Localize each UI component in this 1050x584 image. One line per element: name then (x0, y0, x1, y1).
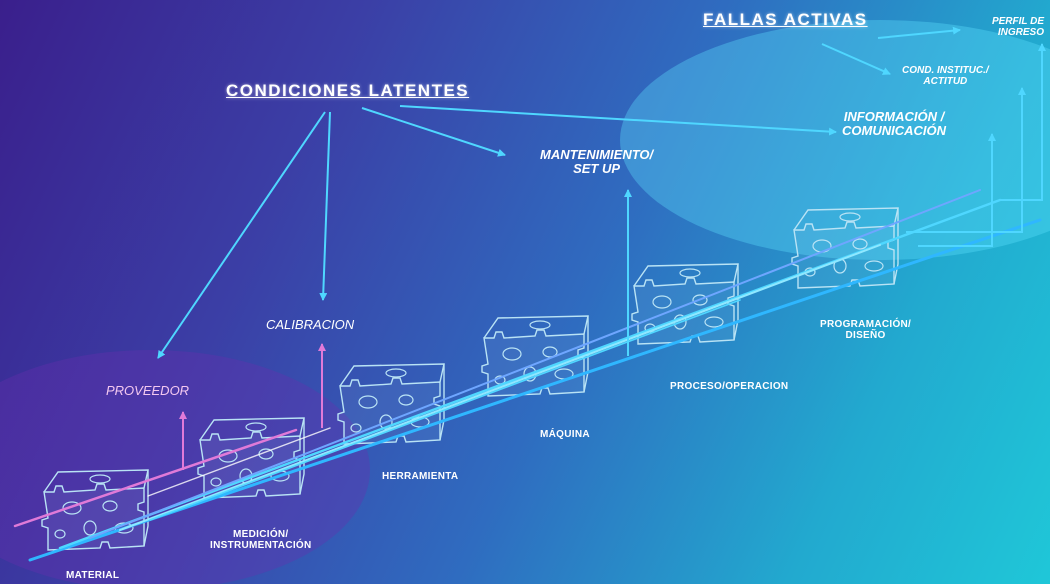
stage-label-maquina: MÁQUINA (540, 429, 590, 440)
active-arrows (821, 26, 961, 75)
arrow-to-proveedor (157, 111, 326, 359)
cheese-slice-herramienta (337, 363, 445, 445)
latent-conditions-title: CONDICIONES LATENTES (226, 81, 470, 100)
arrow-to-informacion (399, 105, 837, 136)
label-calibracion: CALIBRACION (266, 317, 355, 332)
link-informacion (918, 133, 996, 247)
label-proveedor: PROVEEDOR (106, 383, 190, 398)
link-perfil (1000, 43, 1046, 201)
stage-label-material: MATERIAL (66, 570, 120, 581)
stage-label-medicion: MEDICIÓN/ INSTRUMENTACIÓN (210, 529, 312, 551)
label-cond-instituc: COND. INSTITUC./ ACTITUD (902, 65, 989, 87)
label-informacion: INFORMACIÓN / COMUNICACIÓN (842, 109, 946, 138)
vertical-links (179, 43, 1046, 470)
arrow-to-mantenimiento (361, 107, 506, 157)
active-failures-title: FALLAS ACTIVAS (703, 10, 868, 29)
latent-arrows (157, 105, 837, 359)
label-mantenimiento: MANTENIMIENTO/ SET UP (540, 147, 654, 176)
stage-label-programacion: PROGRAMACIÓN/ DISEÑO (820, 319, 912, 341)
stage-label-herramienta: HERRAMIENTA (382, 471, 459, 482)
cheese-slice-maquina (481, 315, 589, 397)
label-perfil-ingreso: PERFIL DE INGRESO (991, 16, 1044, 38)
link-cond-instituc (906, 87, 1026, 233)
trajectory-lines (13, 189, 1042, 562)
background-glow (0, 20, 1050, 584)
arrow-to-calibracion (319, 111, 331, 301)
arrow-to-cond-instituc (821, 43, 891, 75)
stage-label-proceso: PROCESO/OPERACION (670, 381, 789, 392)
arrow-to-perfil (877, 26, 961, 39)
